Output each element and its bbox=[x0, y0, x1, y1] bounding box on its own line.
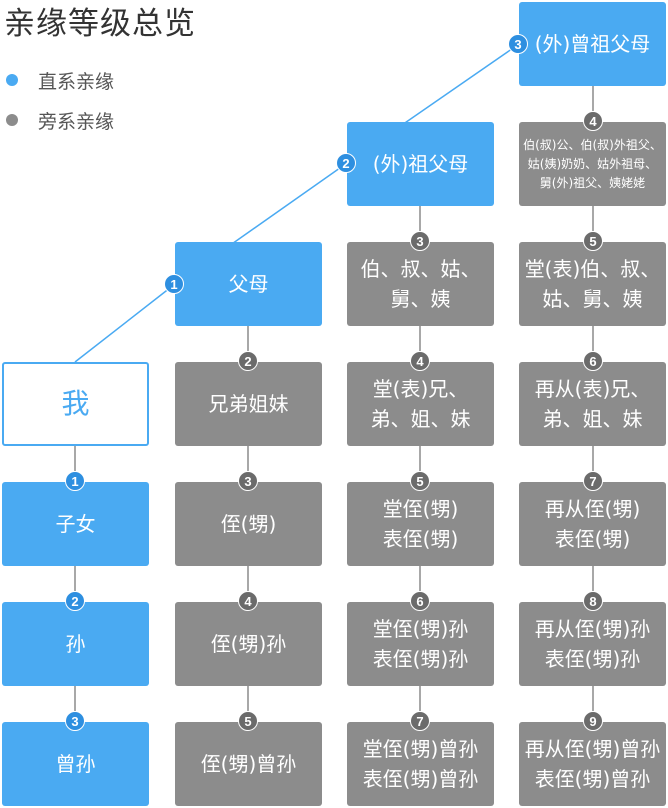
node-second-cousins: 再从(表)兄、 弟、姐、妹 bbox=[519, 362, 666, 446]
node-cousin-children: 堂侄(甥) 表侄(甥) bbox=[347, 482, 494, 566]
badge-nephews: 3 bbox=[238, 471, 258, 491]
node-cousin-children-line1: 堂侄(甥) bbox=[382, 497, 459, 521]
badge-nephew-grandchildren: 4 bbox=[238, 591, 258, 611]
badge-cousin-grandchildren: 6 bbox=[410, 591, 430, 611]
node-cousin-great-grandchildren-line1: 堂侄(甥)曾孙 bbox=[362, 737, 479, 761]
badge-second-cousin-great-grandchildren: 9 bbox=[583, 711, 603, 731]
badge-grandchildren: 2 bbox=[65, 591, 85, 611]
node-second-cousin-great-grandchildren: 再从侄(甥)曾孙 表侄(甥)曾孙 bbox=[519, 722, 666, 806]
link-self-parents bbox=[74, 283, 176, 363]
node-second-cousin-children-line1: 再从侄(甥) bbox=[544, 497, 641, 521]
node-second-cousins-line1: 再从(表)兄、 bbox=[534, 377, 651, 401]
node-parents-label: 父母 bbox=[228, 272, 269, 296]
badge-second-cousins: 6 bbox=[583, 351, 603, 371]
badge-great-grandchildren: 3 bbox=[65, 711, 85, 731]
node-cousin-grandchildren: 堂侄(甥)孙 表侄(甥)孙 bbox=[347, 602, 494, 686]
node-nephews-label: 侄(甥) bbox=[220, 512, 277, 536]
node-second-cousin-grandchildren-line2: 表侄(甥)孙 bbox=[544, 647, 641, 671]
node-second-cousin-grandchildren-line1: 再从侄(甥)孙 bbox=[534, 617, 651, 641]
node-second-cousin-great-grandchildren-line2: 表侄(甥)曾孙 bbox=[534, 767, 651, 791]
page-title: 亲缘等级总览 bbox=[4, 6, 196, 42]
node-grand-uncles-line3: 舅(外)祖父、姨姥姥 bbox=[539, 175, 646, 190]
badge-second-cousin-children: 7 bbox=[583, 471, 603, 491]
node-great-grandparents: (外)曾祖父母 bbox=[519, 2, 666, 86]
legend-label-direct: 直系亲缘 bbox=[38, 70, 115, 93]
node-grand-uncles: 伯(叔)公、伯(叔)外祖父、 姑(姨)奶奶、姑外祖母、 舅(外)祖父、姨姥姥 bbox=[519, 122, 666, 206]
node-self: 我 bbox=[2, 362, 149, 446]
badge-cousin-children: 5 bbox=[410, 471, 430, 491]
node-children: 子女 bbox=[2, 482, 149, 566]
badge-parent-cousins: 5 bbox=[583, 231, 603, 251]
node-second-cousin-children-line2: 表侄(甥) bbox=[554, 527, 631, 551]
badge-grand-uncles: 4 bbox=[583, 111, 603, 131]
badge-uncles-aunts: 3 bbox=[410, 231, 430, 251]
node-cousin-great-grandchildren: 堂侄(甥)曾孙 表侄(甥)曾孙 bbox=[347, 722, 494, 806]
node-uncles-aunts-line1: 伯、叔、姑、 bbox=[360, 257, 481, 281]
node-grand-uncles-line2: 姑(姨)奶奶、姑外祖母、 bbox=[527, 156, 658, 171]
node-great-grandchildren: 曾孙 bbox=[2, 722, 149, 806]
badge-cousin-great-grandchildren: 7 bbox=[410, 711, 430, 731]
node-grandparents: (外)祖父母 bbox=[347, 122, 494, 206]
node-second-cousin-great-grandchildren-line1: 再从侄(甥)曾孙 bbox=[524, 737, 661, 761]
node-nephew-grandchildren-label: 侄(甥)孙 bbox=[210, 632, 287, 656]
node-cousin-children-line2: 表侄(甥) bbox=[382, 527, 459, 551]
badge-parents: 1 bbox=[164, 274, 184, 294]
legend-item-direct: 直系亲缘 bbox=[6, 68, 115, 93]
badge-siblings: 2 bbox=[238, 351, 258, 371]
badge-great-grandparents: 3 bbox=[508, 34, 528, 54]
node-nephew-great-grandchildren: 侄(甥)曾孙 bbox=[175, 722, 322, 806]
node-cousins: 堂(表)兄、 弟、姐、妹 bbox=[347, 362, 494, 446]
node-siblings-label: 兄弟姐妹 bbox=[208, 392, 289, 416]
badge-cousins: 4 bbox=[410, 351, 430, 371]
node-self-label: 我 bbox=[61, 387, 90, 420]
node-great-grandparents-label: (外)曾祖父母 bbox=[534, 32, 651, 56]
node-second-cousins-line2: 弟、姐、妹 bbox=[542, 407, 643, 431]
node-cousins-line2: 弟、姐、妹 bbox=[370, 407, 471, 431]
node-parents: 父母 bbox=[175, 242, 322, 326]
node-parent-cousins-line2: 姑、舅、姨 bbox=[542, 287, 643, 311]
badge-children: 1 bbox=[65, 471, 85, 491]
node-uncles-aunts-line2: 舅、姨 bbox=[390, 287, 451, 311]
legend-label-collateral: 旁系亲缘 bbox=[38, 110, 115, 133]
node-children-label: 子女 bbox=[55, 512, 96, 536]
badge-nephew-great-grandchildren: 5 bbox=[238, 711, 258, 731]
legend-dot-direct bbox=[6, 74, 18, 86]
node-uncles-aunts: 伯、叔、姑、 舅、姨 bbox=[347, 242, 494, 326]
badge-grandparents: 2 bbox=[336, 153, 356, 173]
node-cousin-great-grandchildren-line2: 表侄(甥)曾孙 bbox=[362, 767, 479, 791]
node-second-cousin-children: 再从侄(甥) 表侄(甥) bbox=[519, 482, 666, 566]
node-grandchildren-label: 孙 bbox=[65, 632, 86, 656]
node-parent-cousins-line1: 堂(表)伯、叔、 bbox=[524, 257, 661, 281]
node-grand-uncles-line1: 伯(叔)公、伯(叔)外祖父、 bbox=[523, 137, 662, 152]
badge-second-cousin-grandchildren: 8 bbox=[583, 591, 603, 611]
legend-item-collateral: 旁系亲缘 bbox=[6, 108, 115, 133]
legend-dot-collateral bbox=[6, 114, 18, 126]
node-cousin-grandchildren-line2: 表侄(甥)孙 bbox=[372, 647, 469, 671]
node-siblings: 兄弟姐妹 bbox=[175, 362, 322, 446]
node-nephew-grandchildren: 侄(甥)孙 bbox=[175, 602, 322, 686]
node-cousins-line1: 堂(表)兄、 bbox=[372, 377, 469, 401]
node-nephew-great-grandchildren-label: 侄(甥)曾孙 bbox=[200, 752, 297, 776]
node-second-cousin-grandchildren: 再从侄(甥)孙 表侄(甥)孙 bbox=[519, 602, 666, 686]
node-great-grandchildren-label: 曾孙 bbox=[55, 752, 96, 776]
node-grandparents-label: (外)祖父母 bbox=[372, 152, 469, 176]
node-grandchildren: 孙 bbox=[2, 602, 149, 686]
node-nephews: 侄(甥) bbox=[175, 482, 322, 566]
node-cousin-grandchildren-line1: 堂侄(甥)孙 bbox=[372, 617, 469, 641]
node-parent-cousins: 堂(表)伯、叔、 姑、舅、姨 bbox=[519, 242, 666, 326]
